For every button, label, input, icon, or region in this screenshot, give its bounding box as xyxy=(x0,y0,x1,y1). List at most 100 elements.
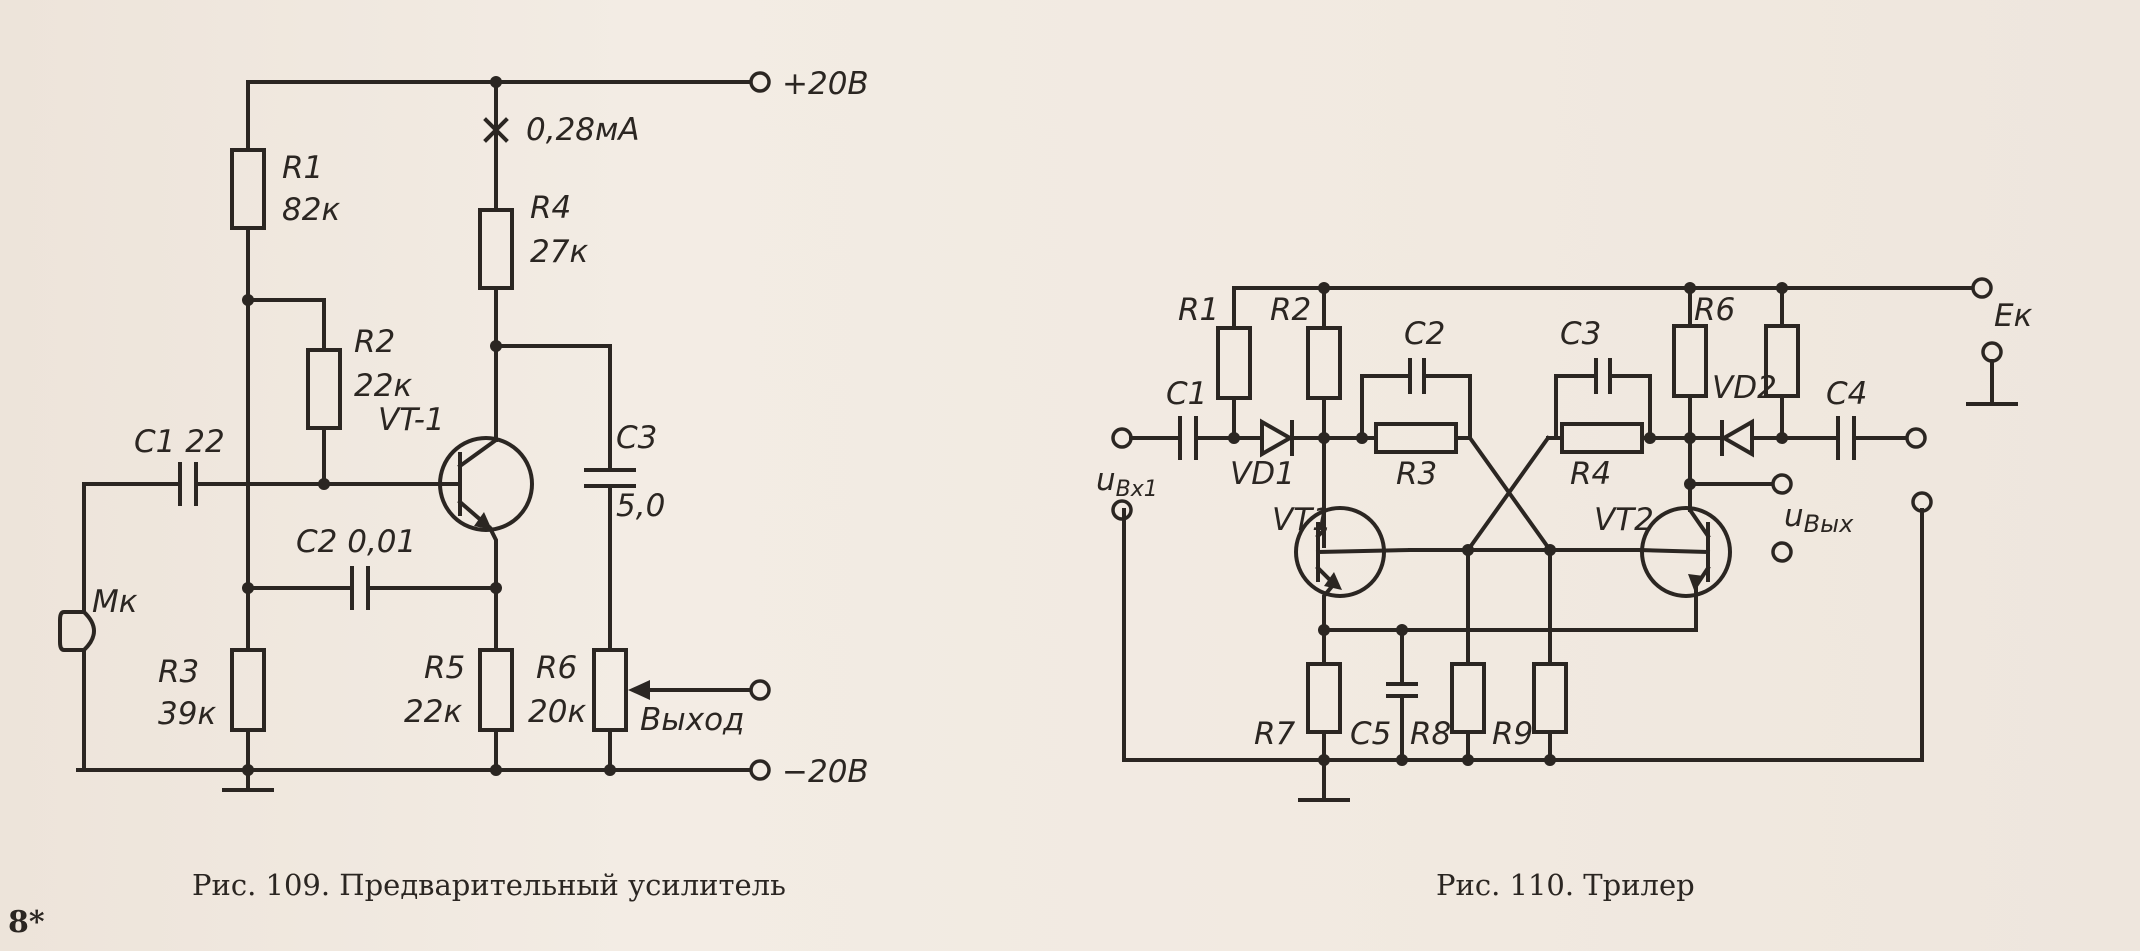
fig109-r3-label: R3 xyxy=(158,654,199,690)
fig110-r9-label: R9 xyxy=(1492,716,1533,752)
fig109-vt1-leads xyxy=(436,437,499,531)
fig110-c3-wire xyxy=(1554,374,1652,440)
fig109-current-label: 0,28мА xyxy=(526,112,640,148)
fig109-c2-label: C2 0,01 xyxy=(296,524,416,560)
fig109-r5 xyxy=(478,648,514,732)
fig110-u-out-main: u xyxy=(1784,498,1804,534)
fig110-r7 xyxy=(1306,662,1342,734)
fig109-junctions xyxy=(242,76,616,776)
fig109-r6-value: 20к xyxy=(528,694,586,730)
fig109-r2 xyxy=(306,348,342,430)
fig110-r2 xyxy=(1306,326,1342,400)
fig110-vd2 xyxy=(1719,418,1754,458)
fig109-mic xyxy=(58,610,96,652)
fig109-out-label: Выход xyxy=(640,702,745,738)
fig109-r4 xyxy=(478,208,514,290)
fig110-r8 xyxy=(1450,662,1486,734)
fig110-vd2-label: VD2 xyxy=(1712,370,1777,406)
fig110-u-out-label: uВых xyxy=(1784,498,1854,538)
fig110-in-terminal xyxy=(1111,427,1133,449)
fig110-r6-label: R6 xyxy=(1694,292,1735,328)
fig110-c3-label: C3 xyxy=(1560,316,1601,352)
fig109-minus-terminal xyxy=(749,759,771,781)
fig110-vt1-arrow xyxy=(1324,572,1342,590)
fig109-c3 xyxy=(584,468,636,488)
fig109-r2-label: R2 xyxy=(354,324,395,360)
fig110-u-in-main: u xyxy=(1096,462,1116,498)
fig110-r1-label: R1 xyxy=(1178,292,1219,328)
page-number: 8* xyxy=(8,905,45,940)
fig109-r3-value: 39к xyxy=(158,696,216,732)
fig109-wiper-arrow xyxy=(628,680,650,700)
fig110-c2-wire xyxy=(1360,374,1472,440)
fig109-r5-label: R5 xyxy=(424,650,465,686)
fig110-out-terminal-2 xyxy=(1771,541,1793,563)
fig109-emitter-wire xyxy=(487,422,498,772)
fig109-r3 xyxy=(230,648,266,732)
fig110-ek-terminal xyxy=(1971,277,1993,299)
fig110-r4-label: R4 xyxy=(1570,456,1611,492)
fig110-vd1 xyxy=(1260,418,1295,458)
fig110-ek-terminal-2 xyxy=(1981,341,2003,363)
fig109-r2-value: 22к xyxy=(354,368,412,404)
fig110-base-wires xyxy=(1408,548,1642,666)
fig109-out-terminal xyxy=(749,679,771,701)
fig109-c3-value: 5,0 xyxy=(616,488,665,524)
fig110-r4 xyxy=(1560,422,1644,454)
fig109-vt-label: VT-1 xyxy=(378,402,445,438)
fig110-u-in-label: uВх1 xyxy=(1096,462,1158,502)
fig110-schematic: Eк R1 R2 C2 C3 R6 C1 C4 VD1 VD2 R3 R4 VT… xyxy=(1096,277,2033,802)
fig110-c5-label: C5 xyxy=(1350,716,1391,752)
fig110-r3 xyxy=(1374,422,1458,454)
fig110-c3 xyxy=(1594,358,1612,394)
fig110-r2-label: R2 xyxy=(1270,292,1311,328)
fig110-vd1-label: VD1 xyxy=(1230,456,1295,492)
fig109-plus-terminal xyxy=(749,71,771,93)
fig109-r4-label: R4 xyxy=(530,190,571,226)
fig110-vt1-label: VT1 xyxy=(1272,502,1332,538)
fig109-plus-label: +20В xyxy=(782,66,869,102)
fig109-r4-value: 27к xyxy=(530,234,588,270)
fig110-out-terminal xyxy=(1771,473,1793,495)
fig110-ek-ground xyxy=(1966,359,2018,406)
fig109-c3-label: C3 xyxy=(616,420,657,456)
fig109-r1-value: 82к xyxy=(282,192,340,228)
fig109-r5-value: 22к xyxy=(404,694,462,730)
fig110-junctions xyxy=(1228,282,1788,766)
fig110-r3-label: R3 xyxy=(1396,456,1437,492)
fig110-vt2-arrow xyxy=(1688,574,1704,590)
fig109-mic-label: Мк xyxy=(92,584,138,620)
fig110-r8-label: R8 xyxy=(1410,716,1451,752)
fig109-r6-label: R6 xyxy=(536,650,577,686)
fig110-r1 xyxy=(1216,326,1252,400)
fig109-r1-label: R1 xyxy=(282,150,323,186)
fig109-r2-wire xyxy=(246,298,326,486)
fig110-r7-label: R7 xyxy=(1254,716,1296,752)
fig110-c1 xyxy=(1178,416,1198,460)
fig110-in-terminal-2 xyxy=(1111,499,1133,521)
fig110-c2-label: C2 xyxy=(1404,316,1445,352)
fig109-r1 xyxy=(230,148,266,230)
fig109-minus-label: −20В xyxy=(782,754,869,790)
fig110-caption: Рис. 110. Трилер xyxy=(1436,868,1695,902)
fig109-r6 xyxy=(592,648,628,732)
fig110-u-out-sub: Вых xyxy=(1804,510,1854,538)
fig109-current-cross xyxy=(483,117,509,143)
fig109-c1 xyxy=(178,462,198,506)
fig110-ek-label: Eк xyxy=(1994,298,2033,334)
fig109-c2 xyxy=(350,566,370,610)
fig109-schematic: +20В −20В 0,28мА R1 82к R2 22к R3 39к R4… xyxy=(58,66,869,792)
fig110-vt1-leads xyxy=(1315,522,1413,587)
fig110-ground xyxy=(1298,758,1350,802)
fig110-bottom-rail xyxy=(1122,508,1924,762)
fig110-r-right xyxy=(1764,324,1800,398)
fig110-cross-wires xyxy=(1465,435,1553,553)
fig109-out-wire xyxy=(494,344,612,772)
fig110-r9 xyxy=(1532,662,1568,734)
fig110-c1-label: C1 xyxy=(1166,376,1207,412)
fig110-vt2-label: VT2 xyxy=(1594,502,1654,538)
fig110-c4 xyxy=(1836,416,1856,460)
fig110-c4-terminal xyxy=(1905,427,1927,449)
